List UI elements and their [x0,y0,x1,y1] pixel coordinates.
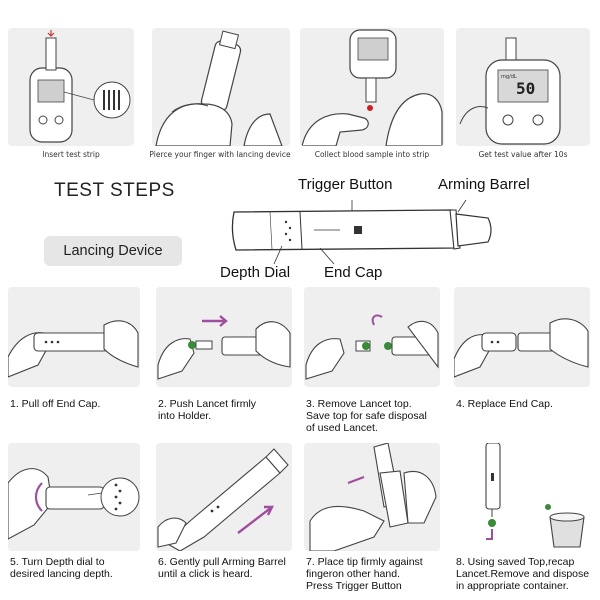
collect-blood-illustration [301,29,443,146]
test-value-illustration: 50 mg/dL [459,37,561,145]
step-panel-4 [454,287,590,387]
depth-dial-label: Depth Dial [220,264,291,281]
step-caption-7: 7. Place tip firmly against fingeron oth… [306,556,423,592]
pull-arming-barrel-illustration [157,448,289,551]
insert-strip-illustration [29,30,131,143]
test-steps-heading: TEST STEPS [54,180,175,201]
step-caption-2: 2. Push Lancet firmly into Holder. [158,398,257,422]
step-panel-8 [454,443,590,551]
top-step-caption-3: Collect blood sample into strip [314,150,430,159]
step-caption-5: 5. Turn Depth dial to desired lancing de… [10,556,113,580]
step-caption-8: 8. Using saved Top,recap Lancet.Remove a… [456,556,590,592]
recap-dispose-illustration [485,443,585,548]
step-caption-6: 6. Gently pull Arming Barrel until a cli… [158,556,286,580]
top-step-panel-3 [300,28,444,146]
push-lancet-illustration [157,315,291,380]
top-step-caption-4: Get test value after 10s [478,150,568,159]
step-panel-3 [304,287,440,387]
step-caption-1: 1. Pull off End Cap. [10,398,101,410]
lancing-device-label: Lancing Device [44,236,182,266]
pull-off-end-cap-illustration [8,320,139,378]
step-panel-2 [156,287,292,387]
lancing-device-diagram [231,199,492,265]
step-panel-7 [304,443,440,551]
top-step-panel-4: 50 mg/dL [456,28,590,146]
step-panel-1 [8,287,140,387]
place-tip-press-trigger-illustration [309,443,437,551]
arming-barrel-label: Arming Barrel [438,176,530,193]
pierce-finger-illustration [155,30,283,146]
turn-depth-dial-illustration [8,468,140,540]
trigger-button-label: Trigger Button [298,176,393,193]
svg-text:mg/dL: mg/dL [501,74,517,80]
step-panel-5 [8,443,140,551]
step-caption-4: 4. Replace End Cap. [456,398,553,410]
replace-end-cap-illustration [454,318,589,378]
step-caption-3: 3. Remove Lancet top. Save top for safe … [306,398,427,434]
step-panel-6 [156,443,292,551]
top-step-caption-2: Pierce your finger with lancing device [149,150,291,159]
end-cap-label: End Cap [324,264,383,281]
meter-reading: 50 [516,79,535,98]
remove-lancet-top-illustration [305,314,439,380]
top-step-caption-1: Insert test strip [42,150,100,159]
top-step-panel-1 [8,28,134,146]
top-step-panel-2 [152,28,290,146]
